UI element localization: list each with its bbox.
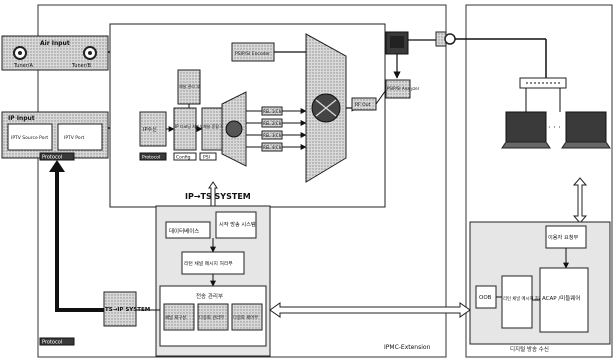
block-mux-label: 채널 혼합 부 xyxy=(203,123,224,129)
tv-cluster: · · · xyxy=(502,78,610,148)
tv-left-icon xyxy=(506,112,546,142)
ip-sub-right: IPTV Port xyxy=(64,135,84,141)
air-input-panel: Air Input Tuner/A Tuner/B xyxy=(2,36,108,70)
air-input-label: Air Input xyxy=(40,40,70,47)
ip-footer-tag: Protocol xyxy=(42,155,62,161)
block-dec-label: IP 디코딩 처리부 xyxy=(175,123,204,129)
ip-sub-left: IPTV Source Port xyxy=(11,135,48,141)
air-sub-right: Tuner/B xyxy=(71,63,91,69)
tv-to-receiver-arrow xyxy=(574,178,586,223)
feedback-arrow xyxy=(57,170,104,310)
block-tag-b: Config xyxy=(176,155,191,161)
ts-ip-system-panel: TS→IP SYSTEM xyxy=(104,292,150,326)
user-req-label: 이용자 요청부 xyxy=(548,233,579,241)
lower-center-panel: 데이터베이스 시작 방송 시스템 리턴 채널 메시지 처리부 전송 관리부 채널… xyxy=(156,206,270,356)
connector-jack-icon xyxy=(445,34,455,44)
db-label: 데이터베이스 xyxy=(169,227,199,235)
ipmc-footer-label: IPMC-Extension xyxy=(384,344,431,351)
analyzer-panel: PSIP/SI Analyzer xyxy=(386,32,420,98)
block-ctrl-label: 채널 관리 부 xyxy=(179,83,200,89)
channel-msg-label: 리턴 채널 메시지 처리부 xyxy=(184,260,233,267)
rf-output-label: RF Out xyxy=(355,102,371,108)
channel-label-1: REL 1(Ch) xyxy=(263,109,283,114)
rf-outlet-label: PSIP/SI Analyzer xyxy=(387,86,420,91)
channel-label-2: REL 2(Ch) xyxy=(263,121,283,126)
sub-c-label: 다중화 제어부 xyxy=(233,314,258,321)
ip-input-panel: IP Input IPTV Source Port IPTV Port xyxy=(2,112,108,158)
ip-ts-title: IP→TS SYSTEM xyxy=(185,192,251,201)
oob-label: OOB xyxy=(479,295,492,301)
ip-rx-label: IP수신 xyxy=(143,126,157,133)
tv-right-icon xyxy=(566,112,606,142)
channel-label-4: REL 4(Ch) xyxy=(263,145,283,150)
block-tag-a: Protocol xyxy=(142,155,160,161)
center-to-receiver-arrow xyxy=(270,303,470,317)
live-sys-label: 시작 방송 시스템 xyxy=(219,220,256,228)
sub-b-label: 다중화 관리부 xyxy=(199,314,224,321)
svg-text:· · ·: · · · xyxy=(548,123,561,132)
sub-a-label: 채널 재구성 xyxy=(165,314,186,321)
tx-mgmt-label: 전송 관리부 xyxy=(196,292,223,300)
ip-input-label: IP Input xyxy=(8,115,35,122)
ip-mux-core-icon xyxy=(226,121,242,137)
receiver-panel: 이용자 요청부 OOB 리턴 채널 메시지 처리부 ACAP /미들웨어 xyxy=(470,222,610,344)
upper-box-label: PSIP/SI Encoder xyxy=(235,51,270,57)
receiver-footer-label: 디지털 방송 수신 xyxy=(510,345,549,353)
acap-label: ACAP /미들웨어 xyxy=(542,294,580,302)
air-sub-left: Tuner/A xyxy=(13,63,33,69)
channel-label-3: REL 3(Ch) xyxy=(263,133,283,138)
bottom-tag: Protocol xyxy=(42,340,62,346)
block-tag-c: PSI xyxy=(203,155,210,161)
